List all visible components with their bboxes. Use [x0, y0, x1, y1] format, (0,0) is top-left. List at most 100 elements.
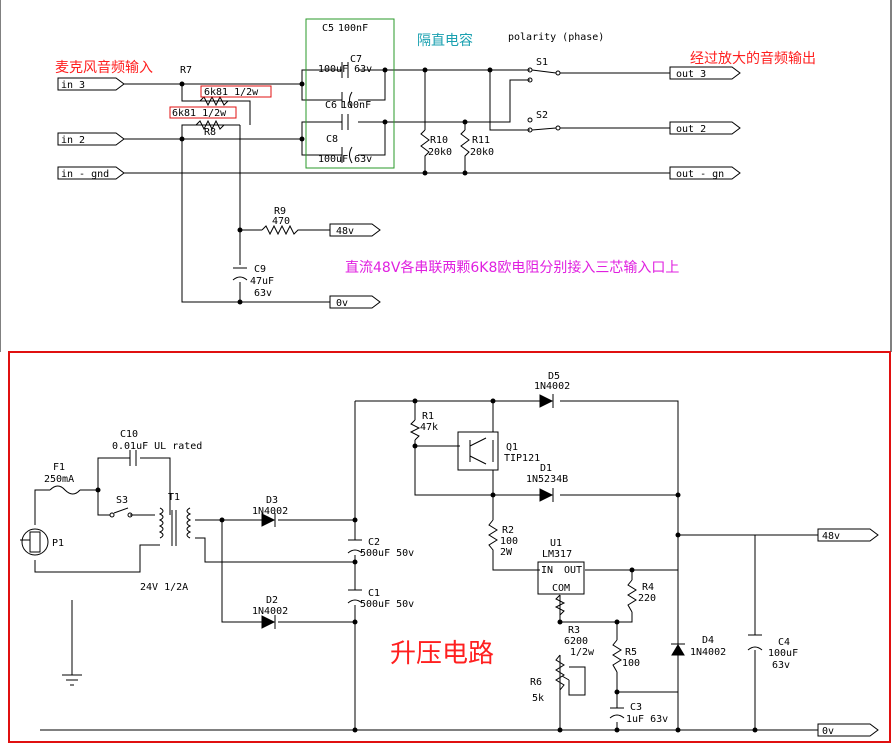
dc-block-note: 隔直电容 [417, 32, 473, 49]
d4-label: D4 [702, 635, 714, 646]
q1-value: TIP121 [504, 453, 540, 464]
c7-label: C7 [350, 54, 362, 65]
port-in2 [57, 132, 125, 146]
u1-label: U1 [550, 538, 562, 549]
c1-value: 500uF 50v [360, 599, 414, 610]
r4-label: R4 [642, 582, 654, 593]
amp-output-note: 经过放大的音频输出 [690, 50, 816, 67]
u1-lm317 [537, 561, 585, 595]
port-0v-top [329, 295, 381, 309]
port-0v-bottom [817, 723, 879, 737]
u1-value: LM317 [542, 549, 572, 560]
r2-power: 2W [500, 547, 513, 558]
r2-value: 100 [500, 536, 518, 547]
r8-value: 6k81 1/2w [172, 108, 227, 119]
port-48v-bottom [817, 528, 879, 542]
boost-frame [8, 351, 891, 743]
t1-value: 24V 1/2A [140, 582, 188, 593]
r8-resistor [195, 119, 240, 131]
r11-value: 20k0 [470, 147, 494, 158]
t1-label: T1 [168, 492, 180, 503]
c4-value: 100uF [768, 648, 798, 659]
port-48v-bottom-label: 48v [822, 531, 840, 542]
port-0v-bottom-label: 0v [822, 726, 834, 737]
r3-value: 6200 [564, 636, 588, 647]
u1-out-pin: OUT [564, 565, 582, 576]
p1-label: P1 [52, 538, 64, 549]
c5-label: C5 [322, 23, 334, 34]
c7-value: 100uF 63v [318, 64, 372, 75]
u1-in-pin: IN [541, 565, 553, 576]
r11-label: R11 [472, 135, 490, 146]
c6-value: 100nF [341, 100, 371, 111]
r3-power: 1/2w [570, 647, 595, 658]
c1-label: C1 [368, 588, 380, 599]
port-out-gnd-label: out - gn [676, 169, 724, 180]
boost-title: 升压电路 [390, 639, 494, 669]
d4-value: 1N4002 [690, 647, 726, 658]
r8-label: R8 [204, 127, 216, 138]
c10-label: C10 [120, 429, 138, 440]
c2-value: 500uF 50v [360, 548, 414, 559]
mic-input-note: 麦克风音频输入 [55, 59, 153, 76]
c8-label: C8 [326, 134, 338, 145]
u1-com-pin: COM [552, 583, 570, 594]
r1-value: 47k [420, 422, 438, 433]
r7-value: 6k81 1/2w [204, 87, 259, 98]
c4-voltage: 63v [772, 660, 790, 671]
q1-label: Q1 [506, 442, 518, 453]
s1-label: S1 [536, 57, 548, 68]
c9-voltage: 63v [254, 288, 272, 299]
port-in-gnd [57, 166, 125, 180]
port-0v-top-label: 0v [336, 298, 348, 309]
d1-label: D1 [540, 463, 552, 474]
d3-value: 1N4002 [252, 506, 288, 517]
port-out2 [669, 121, 741, 135]
f1-label: F1 [53, 462, 65, 473]
r10-value: 20k0 [428, 147, 452, 158]
c2-label: C2 [368, 537, 380, 548]
port-48v-top-label: 48v [336, 226, 354, 237]
r9-label: R9 [274, 206, 286, 217]
r9-value: 470 [272, 216, 290, 227]
c3-label: C3 [630, 702, 642, 713]
d1-value: 1N5234B [526, 474, 568, 485]
port-in3 [57, 77, 125, 91]
port-in-gnd-label: in - gnd [61, 169, 109, 180]
c3-value: 1uF 63v [626, 714, 668, 725]
r7-label: R7 [180, 65, 192, 76]
wire [122, 83, 240, 102]
c8-value: 100uF 63v [318, 154, 372, 165]
polarity-note: polarity (phase) [508, 32, 604, 43]
d3-label: D3 [266, 495, 278, 506]
port-in3-label: in 3 [61, 80, 85, 91]
port-48v-top [329, 223, 381, 237]
r3-label: R3 [568, 625, 580, 636]
port-out3 [669, 66, 741, 80]
c5-value: 100nF [338, 23, 368, 34]
c10-value: 0.01uF UL rated [112, 441, 202, 452]
r4-value: 220 [638, 593, 656, 604]
dc-48v-note: 直流48V各串联两颗6K8欧电阻分别接入三芯输入口上 [345, 259, 679, 276]
d2-label: D2 [266, 595, 278, 606]
r7-resistor [199, 95, 232, 107]
c9-label: C9 [254, 264, 266, 275]
r10-label: R10 [430, 135, 448, 146]
f1-value: 250mA [44, 474, 74, 485]
s2-label: S2 [536, 110, 548, 121]
c9-value: 47uF [250, 276, 274, 287]
r5-label: R5 [625, 647, 637, 658]
r6-label: R6 [530, 677, 542, 688]
r2-label: R2 [502, 525, 514, 536]
dc-block-box [305, 18, 395, 169]
port-out3-label: out 3 [676, 69, 706, 80]
r6-value: 5k [532, 693, 544, 704]
s3-label: S3 [116, 495, 128, 506]
d5-label: D5 [548, 371, 560, 382]
port-out-gnd [669, 166, 741, 180]
c4-label: C4 [778, 637, 790, 648]
r5-value: 100 [622, 658, 640, 669]
port-in2-label: in 2 [61, 135, 85, 146]
port-out2-label: out 2 [676, 124, 706, 135]
